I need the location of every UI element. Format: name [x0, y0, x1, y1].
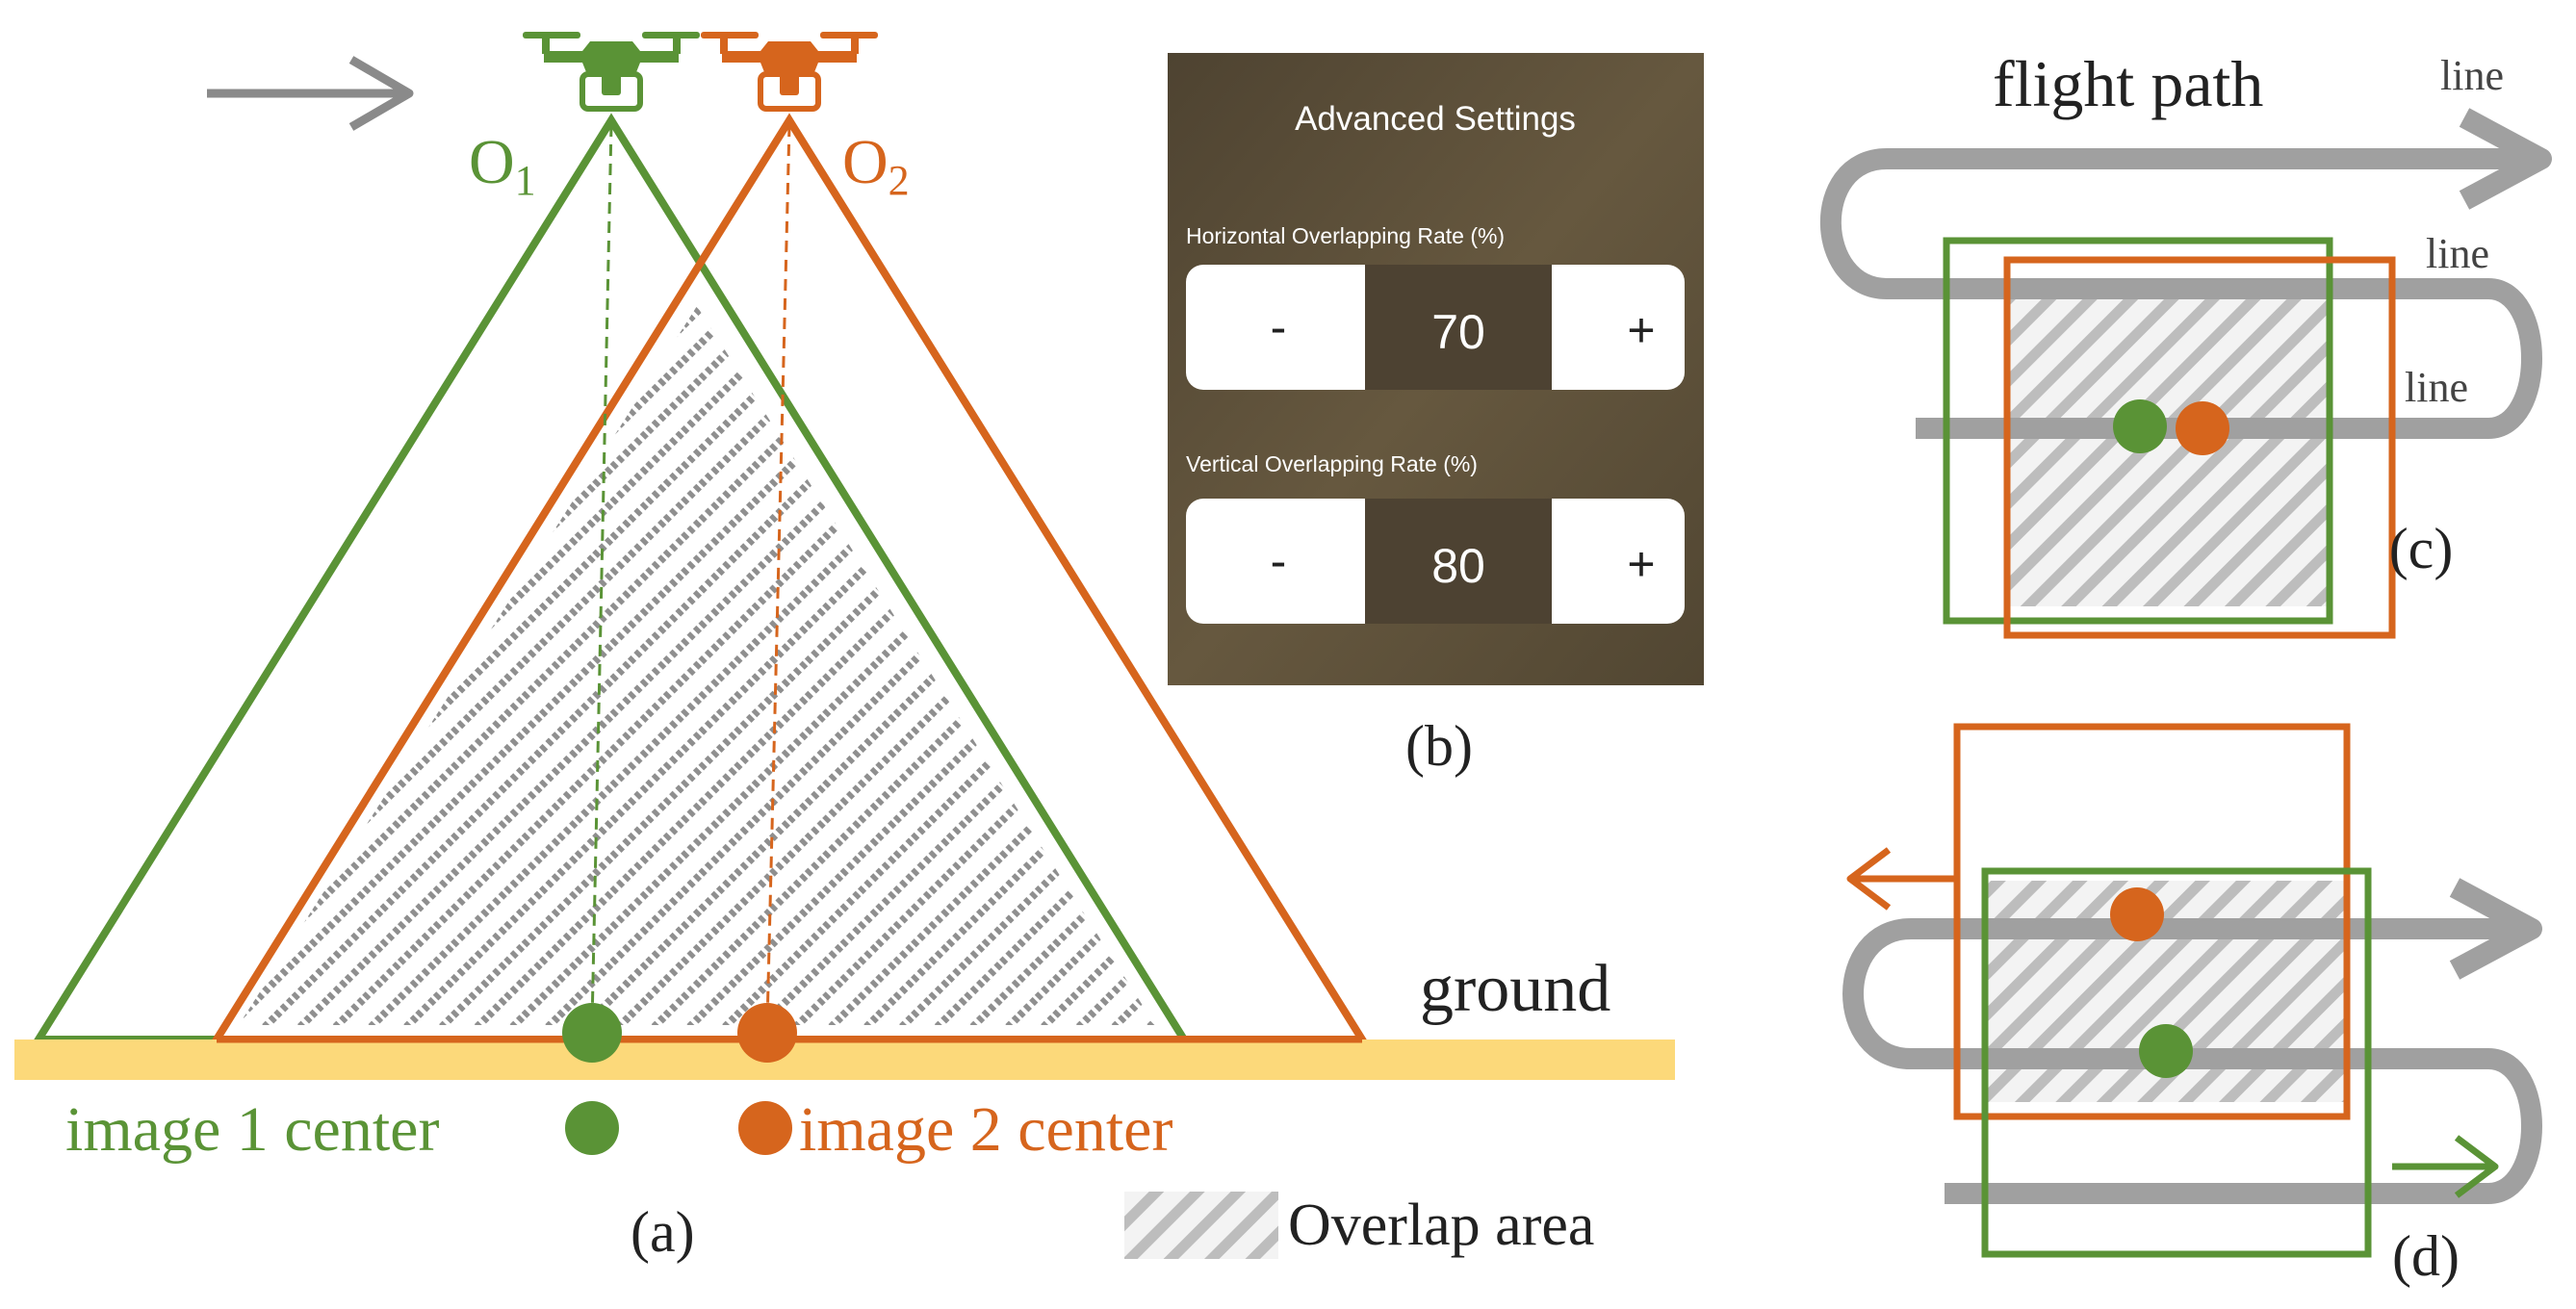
panel-c: flight path line line line (c) — [1819, 47, 2552, 639]
image2-center-label: image 2 center — [799, 1094, 1172, 1165]
o1-label: O1 — [469, 127, 536, 204]
image1-center-dot — [562, 1003, 622, 1063]
drone2-icon — [701, 32, 878, 112]
line-label-1: line — [2440, 52, 2504, 99]
panel-b: Advanced Settings Horizontal Overlapping… — [1168, 53, 1704, 778]
image1-nadir-line — [590, 124, 613, 1026]
horizontal-minus-button[interactable]: - — [1271, 300, 1287, 354]
overlap-legend-label: Overlap area — [1288, 1193, 1594, 1258]
panel-d: (d) — [1842, 723, 2542, 1288]
horizontal-rate-value-box — [1365, 265, 1552, 390]
settings-title: Advanced Settings — [1295, 100, 1576, 138]
image1-footprint-d — [1981, 867, 2372, 1258]
flight-path-arrowhead-c — [2459, 108, 2552, 210]
ground-label: ground — [1420, 952, 1610, 1026]
flight-path-c — [1819, 148, 2542, 439]
image2-footprint-d — [1953, 723, 2351, 1120]
drone1-icon — [523, 32, 700, 112]
image1-center-d — [2139, 1024, 2193, 1078]
arrow-right-icon — [207, 56, 414, 131]
image2-center-c — [2176, 401, 2229, 455]
panel-a: O1 O2 ground image 1 center image 2 cent… — [14, 32, 1675, 1264]
ground-bar — [14, 1040, 1675, 1080]
flight-path-label: flight path — [1993, 47, 2263, 120]
arrow-left-icon — [1846, 847, 1954, 911]
vertical-rate-label: Vertical Overlapping Rate (%) — [1186, 451, 1478, 476]
vertical-rate-value[interactable]: 80 — [1431, 539, 1485, 593]
image1-center-label: image 1 center — [65, 1094, 439, 1165]
panel-a-label: (a) — [631, 1200, 695, 1264]
panel-d-label: (d) — [2392, 1224, 2460, 1288]
horizontal-plus-button[interactable]: + — [1627, 303, 1655, 357]
overlap-area-c — [2007, 294, 2330, 606]
image2-legend-dot — [738, 1101, 792, 1155]
image2-center-dot — [737, 1003, 797, 1063]
image2-footprint-c — [2003, 256, 2396, 639]
image2-center-d — [2110, 887, 2164, 941]
horizontal-rate-value[interactable]: 70 — [1431, 305, 1485, 359]
panel-c-label: (c) — [2389, 517, 2454, 580]
arrow-right-small-icon — [2392, 1135, 2499, 1198]
flight-path-d — [1842, 918, 2542, 1204]
image2-nadir-line — [765, 124, 791, 1026]
horizontal-rate-label: Horizontal Overlapping Rate (%) — [1186, 223, 1505, 248]
panel-b-label: (b) — [1405, 714, 1473, 778]
vertical-rate-value-box — [1365, 499, 1552, 624]
overlap-area — [239, 306, 1155, 1025]
image1-center-c — [2113, 399, 2167, 453]
overlap-legend-swatch — [1124, 1192, 1278, 1259]
vertical-plus-button[interactable]: + — [1627, 537, 1655, 591]
image1-footprint-c — [1943, 237, 2333, 625]
line-label-2: line — [2426, 230, 2489, 277]
vertical-minus-button[interactable]: - — [1271, 534, 1287, 588]
line-label-3: line — [2405, 364, 2468, 411]
flight-path-arrowhead-d — [2449, 878, 2542, 980]
o2-label: O2 — [842, 127, 910, 204]
image1-legend-dot — [565, 1101, 619, 1155]
